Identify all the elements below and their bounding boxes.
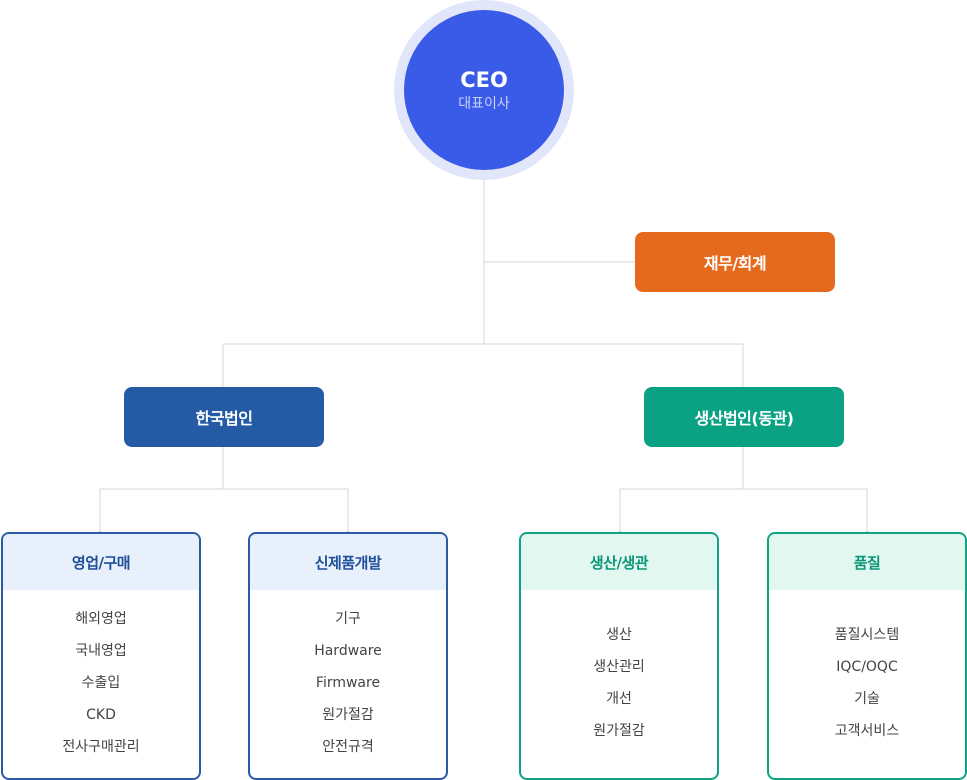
ceo-title: CEO [460, 68, 508, 92]
dept-quality: 품질 품질시스템 IQC/OQC 기술 고객서비스 [767, 532, 967, 780]
production-entity-node: 생산법인(동관) [644, 387, 844, 447]
list-item: 수출입 [81, 675, 121, 691]
dept-new-product-dev: 신제품개발 기구 Hardware Firmware 원가절감 안전규격 [248, 532, 448, 780]
list-item: 전사구매관리 [62, 739, 140, 755]
dept-item-list: 해외영업 국내영업 수출입 CKD 전사구매관리 [3, 603, 199, 763]
dept-sales-purchasing: 영업/구매 해외영업 국내영업 수출입 CKD 전사구매관리 [1, 532, 201, 780]
dept-title: 영업/구매 [3, 534, 199, 590]
list-item: 품질시스템 [834, 627, 900, 643]
ceo-node: CEO 대표이사 [404, 10, 564, 170]
dept-title: 생산/생관 [521, 534, 717, 590]
list-item: IQC/OQC [836, 659, 898, 675]
ceo-subtitle: 대표이사 [458, 96, 510, 112]
list-item: 원가절감 [322, 707, 374, 723]
finance-node: 재무/회계 [635, 232, 835, 292]
dept-item-list: 생산 생산관리 개선 원가절감 [521, 619, 717, 747]
list-item: 생산 [606, 627, 632, 643]
dept-item-list: 품질시스템 IQC/OQC 기술 고객서비스 [769, 619, 965, 747]
list-item: 생산관리 [593, 659, 645, 675]
list-item: 기구 [335, 611, 361, 627]
dept-title: 신제품개발 [250, 534, 446, 590]
list-item: 고객서비스 [834, 723, 900, 739]
list-item: 안전규격 [322, 739, 374, 755]
dept-production-mgmt: 생산/생관 생산 생산관리 개선 원가절감 [519, 532, 719, 780]
list-item: Firmware [315, 675, 381, 691]
list-item: 국내영업 [75, 643, 127, 659]
list-item: CKD [86, 707, 116, 723]
list-item: 기술 [854, 691, 880, 707]
dept-item-list: 기구 Hardware Firmware 원가절감 안전규격 [250, 603, 446, 763]
list-item: 해외영업 [75, 611, 127, 627]
dept-title: 품질 [769, 534, 965, 590]
korea-entity-node: 한국법인 [124, 387, 324, 447]
list-item: 개선 [606, 691, 632, 707]
list-item: 원가절감 [593, 723, 645, 739]
list-item: Hardware [314, 643, 382, 659]
